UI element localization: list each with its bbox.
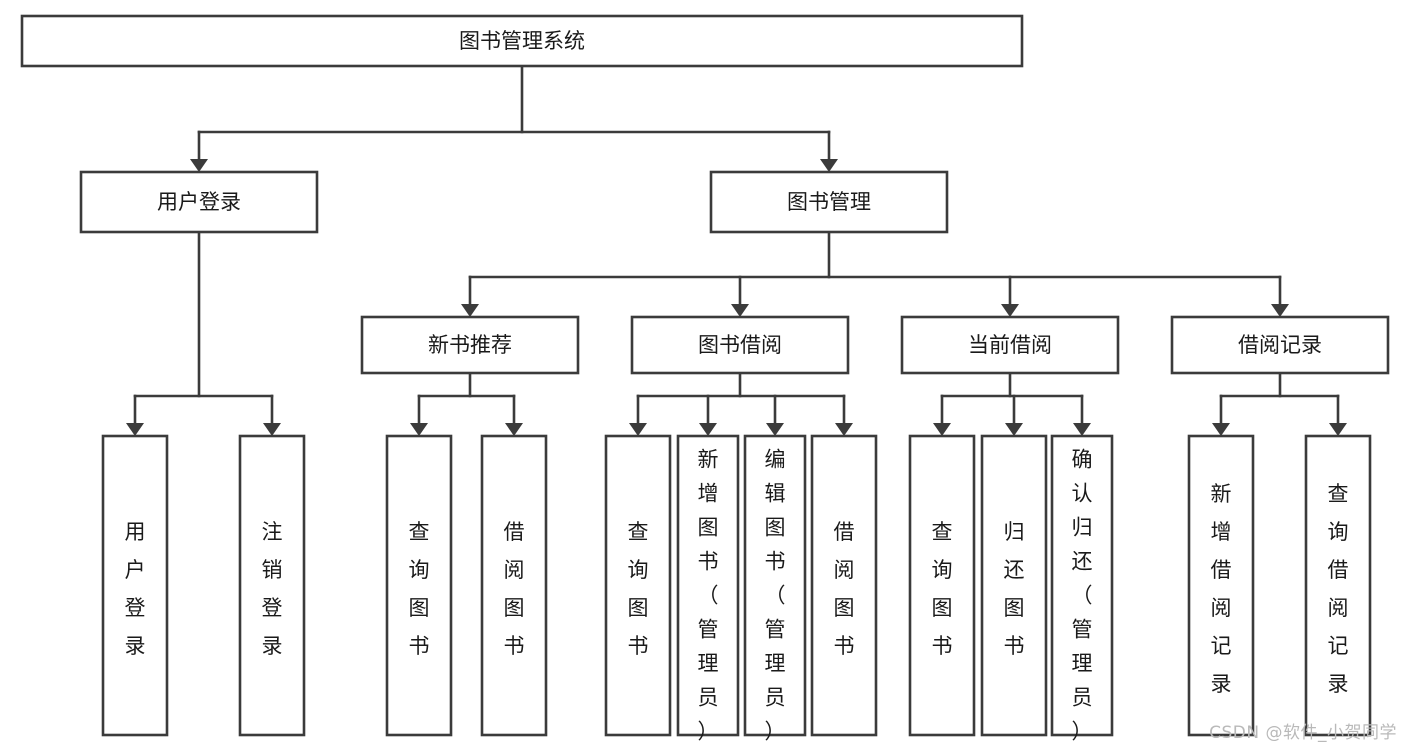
arrow-head-icon <box>461 304 479 317</box>
arrow-head-icon <box>933 423 951 436</box>
node-label: 查询图书 <box>409 520 430 658</box>
node-n-user-login[interactable]: 用户登录 <box>79 170 319 234</box>
node-label: 查询图书 <box>628 520 649 658</box>
node-label: 归还图书 <box>1004 520 1025 658</box>
node-l-return-book[interactable]: 归还图书 <box>980 434 1048 737</box>
node-label: 查询图书 <box>932 520 953 658</box>
connector-group <box>126 230 281 436</box>
node-l-add-record[interactable]: 新增借阅记录 <box>1187 434 1255 737</box>
node-label: 确认归还（管理员） <box>1072 448 1093 744</box>
node-label: 当前借阅 <box>968 333 1052 357</box>
arrow-head-icon <box>190 159 208 172</box>
arrow-head-icon <box>835 423 853 436</box>
arrow-head-icon <box>1212 423 1230 436</box>
connector-group <box>190 64 838 172</box>
node-box[interactable] <box>101 434 169 737</box>
node-label: 编辑图书（管理员） <box>765 448 786 744</box>
arrow-head-icon <box>505 423 523 436</box>
node-box[interactable] <box>980 434 1048 737</box>
node-n-current-borrow[interactable]: 当前借阅 <box>900 315 1120 375</box>
node-label: 借阅图书 <box>504 520 525 658</box>
node-box[interactable] <box>1187 434 1255 737</box>
node-l-query-book-1[interactable]: 查询图书 <box>385 434 453 737</box>
node-box[interactable] <box>676 434 740 737</box>
node-box[interactable] <box>709 170 949 234</box>
node-l-borrow-book-1[interactable]: 借阅图书 <box>480 434 548 737</box>
arrow-head-icon <box>1073 423 1091 436</box>
node-l-add-book[interactable]: 新增图书（管理员） <box>676 434 740 744</box>
node-label: 借阅记录 <box>1238 333 1322 357</box>
node-box[interactable] <box>743 434 807 737</box>
node-n-new-book-rec[interactable]: 新书推荐 <box>360 315 580 375</box>
connector-group <box>461 230 1289 317</box>
node-label: 图书管理 <box>787 190 871 214</box>
node-l-query-book-2[interactable]: 查询图书 <box>604 434 672 737</box>
node-layer: 图书管理系统用户登录图书管理新书推荐图书借阅当前借阅借阅记录用户登录注销登录查询… <box>20 14 1390 744</box>
node-n-book-mgmt[interactable]: 图书管理 <box>709 170 949 234</box>
node-box[interactable] <box>1170 315 1390 375</box>
node-box[interactable] <box>810 434 878 737</box>
node-box[interactable] <box>480 434 548 737</box>
node-l-user-login[interactable]: 用户登录 <box>101 434 169 737</box>
node-label: 新增借阅记录 <box>1211 482 1232 696</box>
node-label: 注销登录 <box>262 520 283 658</box>
arrow-head-icon <box>629 423 647 436</box>
node-label: 查询借阅记录 <box>1328 482 1349 696</box>
node-l-borrow-book-2[interactable]: 借阅图书 <box>810 434 878 737</box>
arrow-head-icon <box>1271 304 1289 317</box>
node-n-borrow-record[interactable]: 借阅记录 <box>1170 315 1390 375</box>
node-l-query-record[interactable]: 查询借阅记录 <box>1304 434 1372 737</box>
node-box[interactable] <box>238 434 306 737</box>
node-box[interactable] <box>630 315 850 375</box>
node-box[interactable] <box>1050 434 1114 737</box>
node-l-edit-book[interactable]: 编辑图书（管理员） <box>743 434 807 744</box>
connector-group <box>1212 371 1347 436</box>
arrow-head-icon <box>263 423 281 436</box>
node-label: 图书借阅 <box>698 333 782 357</box>
node-n-book-borrow[interactable]: 图书借阅 <box>630 315 850 375</box>
arrow-head-icon <box>1329 423 1347 436</box>
node-l-query-book-3[interactable]: 查询图书 <box>908 434 976 737</box>
node-box[interactable] <box>20 14 1024 68</box>
node-label: 借阅图书 <box>834 520 855 658</box>
arrow-head-icon <box>1005 423 1023 436</box>
node-box[interactable] <box>604 434 672 737</box>
node-label: 用户登录 <box>157 190 241 214</box>
node-l-logout[interactable]: 注销登录 <box>238 434 306 737</box>
node-l-confirm-return[interactable]: 确认归还（管理员） <box>1050 434 1114 744</box>
node-root[interactable]: 图书管理系统 <box>20 14 1024 68</box>
node-box[interactable] <box>79 170 319 234</box>
watermark-label: CSDN @软件_小贺同学 <box>1209 723 1397 743</box>
node-label: 新书推荐 <box>428 333 512 357</box>
node-box[interactable] <box>908 434 976 737</box>
edge-layer <box>126 64 1347 436</box>
node-label: 图书管理系统 <box>459 29 585 53</box>
node-label: 新增图书（管理员） <box>698 448 719 744</box>
node-box[interactable] <box>1304 434 1372 737</box>
connector-group <box>410 371 523 436</box>
connector-group <box>629 371 853 436</box>
arrow-head-icon <box>699 423 717 436</box>
arrow-head-icon <box>410 423 428 436</box>
arrow-head-icon <box>766 423 784 436</box>
arrow-head-icon <box>126 423 144 436</box>
arrow-head-icon <box>820 159 838 172</box>
arrow-head-icon <box>1001 304 1019 317</box>
arrow-head-icon <box>731 304 749 317</box>
node-box[interactable] <box>900 315 1120 375</box>
connector-group <box>933 371 1091 436</box>
node-box[interactable] <box>360 315 580 375</box>
node-label: 用户登录 <box>125 520 146 658</box>
node-box[interactable] <box>385 434 453 737</box>
